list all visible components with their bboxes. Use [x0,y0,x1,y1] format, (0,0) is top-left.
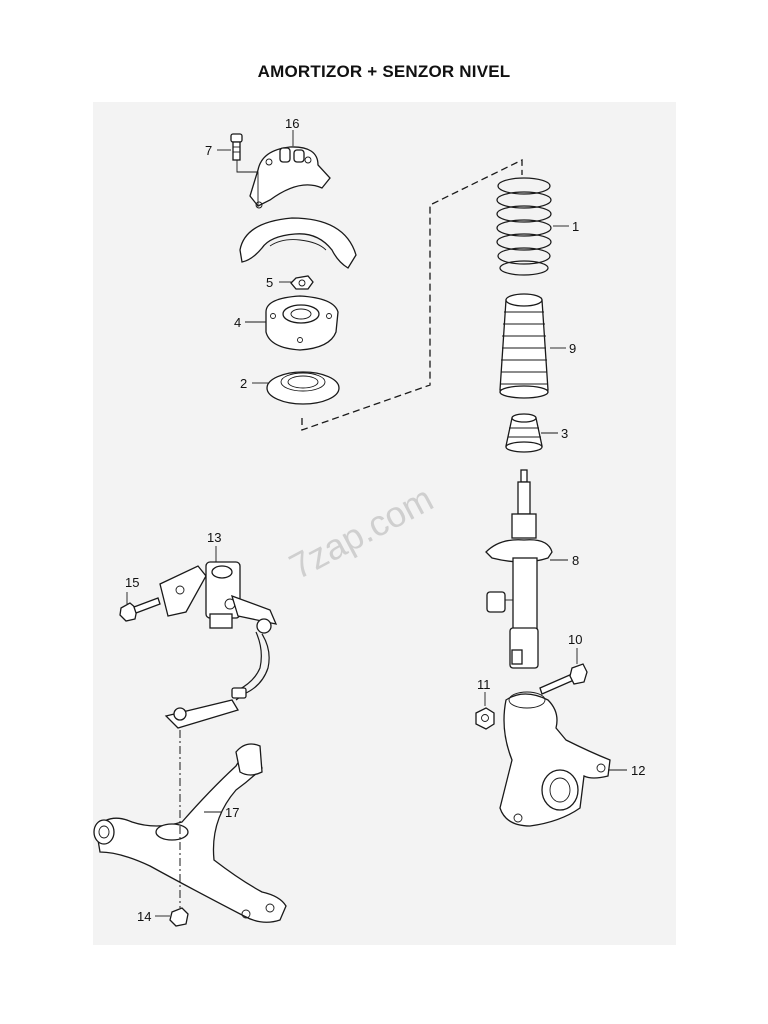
part-17-control-arm [93,743,287,923]
callout-2: 2 [240,376,247,391]
callout-11: 11 [477,677,491,692]
callout-15: 15 [125,575,139,590]
part-8-shock-absorber [485,469,553,669]
assembly-dashed-line [301,158,523,431]
callout-16: 16 [285,116,299,131]
callout-5: 5 [266,275,273,290]
part-10-bolt [539,663,588,695]
page-title: AMORTIZOR + SENZOR NIVEL [257,62,511,81]
dust-cup-cover [239,217,357,269]
callout-3: 3 [561,426,568,441]
callout-17: 17 [225,805,239,820]
callout-14: 14 [137,909,151,924]
part-9-bellows [499,293,549,399]
callout-8: 8 [572,553,579,568]
callout-leader-lines [126,130,627,917]
part-15-bolt [119,597,161,622]
callout-4: 4 [234,315,241,330]
part-5-nut [290,275,314,290]
callout-7: 7 [205,143,212,158]
part-1-coil-spring [496,177,552,276]
part-13-level-sensor [159,561,278,634]
part-14-nut [169,907,189,927]
callout-1: 1 [572,219,579,234]
part-16-top-plate [249,146,331,209]
part-11-nut [475,707,495,730]
part-12-steering-knuckle [499,691,611,827]
part-2-bearing [266,371,340,405]
callout-12: 12 [631,763,645,778]
part-7-bolt [230,133,259,205]
callout-9: 9 [569,341,576,356]
callout-10: 10 [568,632,582,647]
sensor-linkage-rod [164,631,270,729]
part-4-strut-mount [265,295,339,351]
part-3-bump-stop [505,413,543,453]
watermark: 7zap.com [283,478,440,587]
callout-13: 13 [207,530,221,545]
